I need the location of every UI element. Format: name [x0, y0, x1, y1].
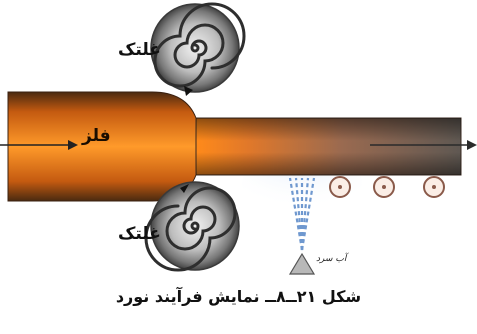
flow-arrow-icon-out — [370, 140, 477, 150]
metal-label: فلز — [82, 126, 111, 146]
water-label: آب سرد — [316, 254, 347, 264]
roller-label-top: غلتک — [118, 40, 161, 60]
rolling-diagram: غلتک فلز غلتک آب سرد — [0, 2, 477, 275]
metal-slab-thick — [7, 91, 197, 202]
spiral-roller-icon-top — [150, 2, 246, 96]
flow-arrow-icon-in — [0, 140, 78, 150]
rolling-diagram-svg — [0, 2, 477, 275]
water-spray — [288, 177, 316, 251]
figure-caption: شکل ۲۱ــ۸ــ نمایش فرآیند نورد — [115, 287, 362, 306]
metal-sheet-shading — [196, 118, 461, 175]
small-guide-roller-icon-3 — [423, 176, 445, 198]
roller-label-bottom: غلتک — [118, 224, 161, 244]
spiral-roller-icon-bottom — [144, 181, 240, 272]
water-nozzle-icon — [288, 252, 316, 275]
small-guide-roller-icon-2 — [373, 176, 395, 198]
small-guide-roller-icon-1 — [329, 176, 351, 198]
